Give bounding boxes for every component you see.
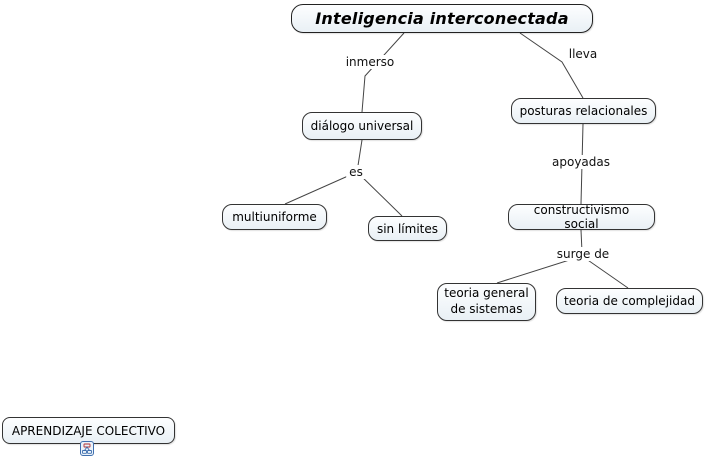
concept-node-constructivismo-social[interactable]: constructivismo social [508, 203, 655, 231]
concept-node-multiuniforme[interactable]: multiuniforme [222, 204, 327, 230]
linking-phrase-surge-de[interactable]: surge de [553, 247, 613, 261]
concept-node-sin-limites[interactable]: sin límites [368, 216, 447, 241]
linking-phrase-apoyadas[interactable]: apoyadas [549, 155, 613, 169]
concept-node-aprendizaje-colectivo[interactable]: APRENDIZAJE COLECTIVO [2, 417, 175, 444]
linking-phrase-inmerso[interactable]: inmerso [342, 55, 398, 69]
concept-node-title[interactable]: Inteligencia interconectada [291, 4, 593, 33]
cmap-resource-icon[interactable] [80, 441, 94, 456]
concept-node-dialogo-universal[interactable]: diálogo universal [302, 112, 422, 140]
linking-phrase-es[interactable]: es [346, 165, 366, 179]
linking-phrase-lleva[interactable]: lleva [565, 47, 601, 61]
concept-node-teoria-de-complejidad[interactable]: teoria de complejidad [556, 288, 703, 314]
concept-node-teoria-general-de-sistemas[interactable]: teoria general de sistemas [437, 283, 536, 321]
concept-node-posturas-relacionales[interactable]: posturas relacionales [511, 98, 656, 124]
